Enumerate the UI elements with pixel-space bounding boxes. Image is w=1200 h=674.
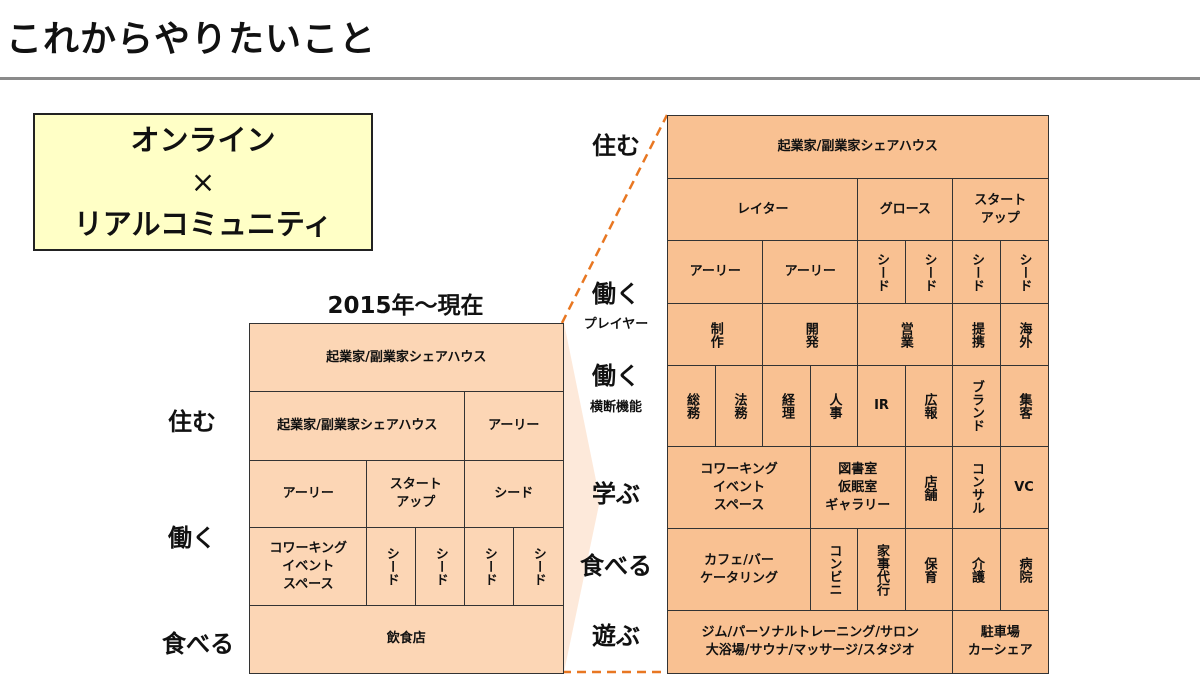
future-grid-cell: 開発 xyxy=(762,303,859,367)
right-label-play: 遊ぶ xyxy=(592,622,640,650)
future-grid-cell: 人事 xyxy=(809,365,859,448)
concept-line-real-community: リアルコミュニティ xyxy=(73,207,333,241)
concept-times: × xyxy=(190,165,216,199)
future-grid-cell: 家事代行 xyxy=(857,528,906,612)
future-grid-cell: シード xyxy=(952,240,1001,305)
future-grid-cell: 店舗 xyxy=(904,446,954,530)
title-divider xyxy=(0,77,1200,80)
concept-line-online: オンライン xyxy=(130,123,276,157)
current-grid-cell: シード xyxy=(415,527,466,607)
future-grid-cell: 図書室 仮眠室 ギャラリー xyxy=(809,446,906,530)
left-label-eat: 食べる xyxy=(162,630,234,658)
future-grid-cell: シード xyxy=(999,240,1049,305)
future-grid-cell: シード xyxy=(904,240,954,305)
future-grid-cell: 提携 xyxy=(952,303,1001,367)
future-grid-cell: レイター xyxy=(667,178,859,242)
period-label: 2015年～現在 xyxy=(327,293,484,319)
right-label-eat: 食べる xyxy=(580,552,652,580)
left-label-work: 働く xyxy=(168,524,216,552)
future-grid-cell: 総務 xyxy=(667,365,716,448)
current-grid-cell: 起業家/副業家シェアハウス xyxy=(249,391,466,462)
slide-title: これからやりたいこと xyxy=(6,19,377,60)
future-grid-cell: 広報 xyxy=(904,365,954,448)
future-grid-cell: VC xyxy=(999,446,1049,530)
future-grid-cell: 制作 xyxy=(667,303,764,367)
left-label-live: 住む xyxy=(168,408,216,436)
future-grid-cell: コンサル xyxy=(952,446,1001,530)
current-grid-cell: 起業家/副業家シェアハウス xyxy=(249,323,564,393)
current-grid-cell: コワーキング イベント スペース xyxy=(249,527,368,607)
future-grid-cell: ジム/パーソナルトレーニング/サロン 大浴場/サウナ/マッサージ/スタジオ xyxy=(667,610,954,674)
current-grid-cell: アーリー xyxy=(464,391,564,462)
future-grid-cell: 経理 xyxy=(762,365,811,448)
future-grid-cell: アーリー xyxy=(667,240,764,305)
future-grid-cell: シード xyxy=(857,240,906,305)
right-sublabel-player: プレイヤー xyxy=(583,317,649,332)
right-label-work-player: 働く xyxy=(592,280,640,308)
future-grid-cell: 介護 xyxy=(952,528,1001,612)
current-grid-cell: シード xyxy=(366,527,417,607)
current-grid-cell: 飲食店 xyxy=(249,605,564,674)
future-grid-cell: スタート アップ xyxy=(952,178,1049,242)
current-grid-cell: スタート アップ xyxy=(366,460,466,529)
future-grid-cell: 営業 xyxy=(857,303,954,367)
right-label-work-cross: 働く xyxy=(592,362,640,390)
dashed-connector-top xyxy=(560,114,669,324)
future-grid-cell: コンビニ xyxy=(809,528,859,612)
future-grid-cell: グロース xyxy=(857,178,954,242)
future-grid-cell: 保育 xyxy=(904,528,954,612)
future-grid-cell: 海外 xyxy=(999,303,1049,367)
future-grid-cell: 駐車場 カーシェア xyxy=(952,610,1049,674)
future-grid-cell: 集客 xyxy=(999,365,1049,448)
future-grid-cell: 法務 xyxy=(714,365,764,448)
current-grid-cell: アーリー xyxy=(249,460,368,529)
right-label-live: 住む xyxy=(592,132,640,160)
right-label-learn: 学ぶ xyxy=(592,480,640,508)
current-grid-cell: シード xyxy=(464,527,515,607)
concept-box: オンライン × リアルコミュニティ xyxy=(33,113,373,251)
future-grid-cell: ブランド xyxy=(952,365,1001,448)
future-grid-cell: IR xyxy=(857,365,906,448)
current-grid-cell: シード xyxy=(513,527,564,607)
future-grid-cell: コワーキング イベント スペース xyxy=(667,446,811,530)
current-grid-cell: シード xyxy=(464,460,564,529)
future-grid-cell: 起業家/副業家シェアハウス xyxy=(667,115,1049,180)
expansion-wedge xyxy=(564,323,600,672)
future-grid-cell: カフェ/バー ケータリング xyxy=(667,528,811,612)
right-sublabel-cross-function: 横断機能 xyxy=(589,400,642,415)
future-grid-cell: 病院 xyxy=(999,528,1049,612)
future-grid-cell: アーリー xyxy=(762,240,859,305)
